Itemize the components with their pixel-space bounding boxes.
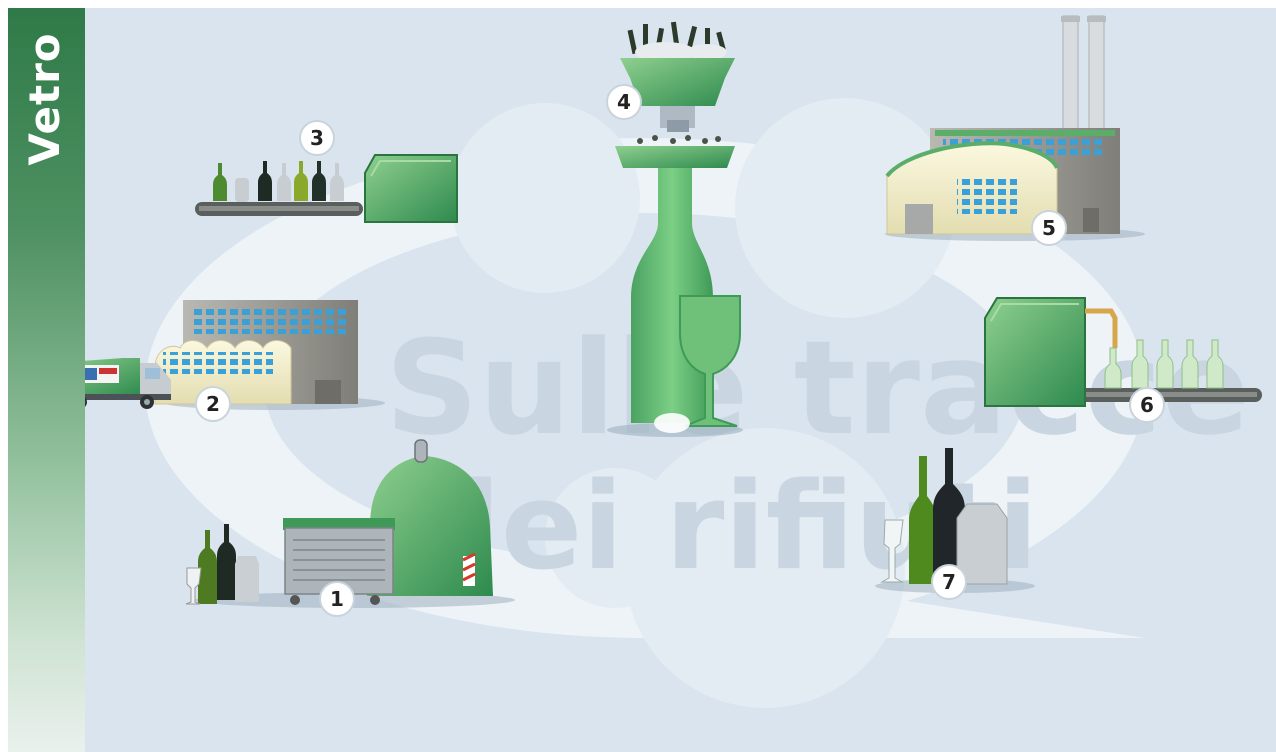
recycling-panel: Sulle tracce dei rifiuti <box>85 8 1276 752</box>
glassworks-factory-icon <box>885 16 1145 241</box>
bottle-production-icon <box>985 298 1262 406</box>
step-number: 7 <box>942 570 956 594</box>
step-number: 2 <box>206 392 220 416</box>
sorting-conveyor-icon <box>195 155 457 222</box>
central-bottle-icon <box>607 168 743 437</box>
step-number: 1 <box>330 587 344 611</box>
step-badge-3: 3 <box>300 121 334 155</box>
step-badge-7: 7 <box>932 565 966 599</box>
step-number: 5 <box>1042 216 1056 240</box>
step-badge-4: 4 <box>607 85 641 119</box>
sidebar-title: Vetro <box>20 24 70 174</box>
collection-bins-icon <box>186 440 515 608</box>
sidebar: Vetro <box>8 8 85 752</box>
step-badge-2: 2 <box>196 387 230 421</box>
step-badge-6: 6 <box>1130 388 1164 422</box>
step-badge-5: 5 <box>1032 211 1066 245</box>
step-badge-1: 1 <box>320 582 354 616</box>
collection-plant-icon <box>155 300 385 410</box>
step-number: 3 <box>310 126 324 150</box>
recycling-cycle-diagram: 1 2 3 4 5 6 7 <box>85 8 1276 752</box>
step-number: 4 <box>617 90 631 114</box>
step-number: 6 <box>1140 393 1154 417</box>
